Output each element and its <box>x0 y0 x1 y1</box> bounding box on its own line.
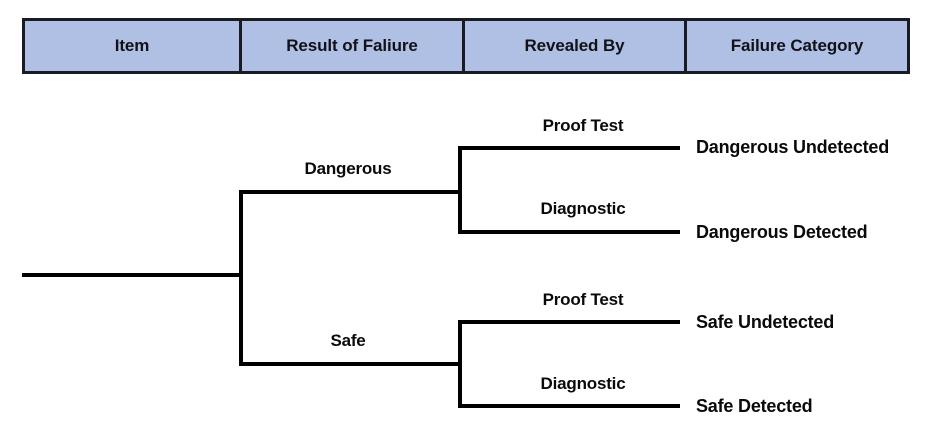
tree-label-diagnostic-safe: Diagnostic <box>540 374 626 393</box>
table-header-cell-item: Item <box>25 21 242 71</box>
tree-leaf-safe-detected: Safe Detected <box>696 396 813 416</box>
tree-leaf-safe-undetected: Safe Undetected <box>696 312 835 332</box>
table-header-cell-result-of-failure: Result of Faliure <box>242 21 465 71</box>
tree-label-proof-test-safe: Proof Test <box>542 290 624 309</box>
table-header-cell-failure-category: Failure Category <box>687 21 907 71</box>
tree-label-diagnostic-dangerous: Diagnostic <box>540 199 626 218</box>
tree-label-dangerous: Dangerous <box>304 159 392 178</box>
failure-category-header-table: Item Result of Faliure Revealed By Failu… <box>22 18 910 74</box>
tree-leaf-dangerous-detected: Dangerous Detected <box>696 222 868 242</box>
tree-leaf-dangerous-undetected: Dangerous Undetected <box>696 137 890 157</box>
tree-label-proof-test-dangerous: Proof Test <box>542 116 624 135</box>
table-header-cell-revealed-by: Revealed By <box>465 21 687 71</box>
tree-label-safe: Safe <box>330 331 366 350</box>
